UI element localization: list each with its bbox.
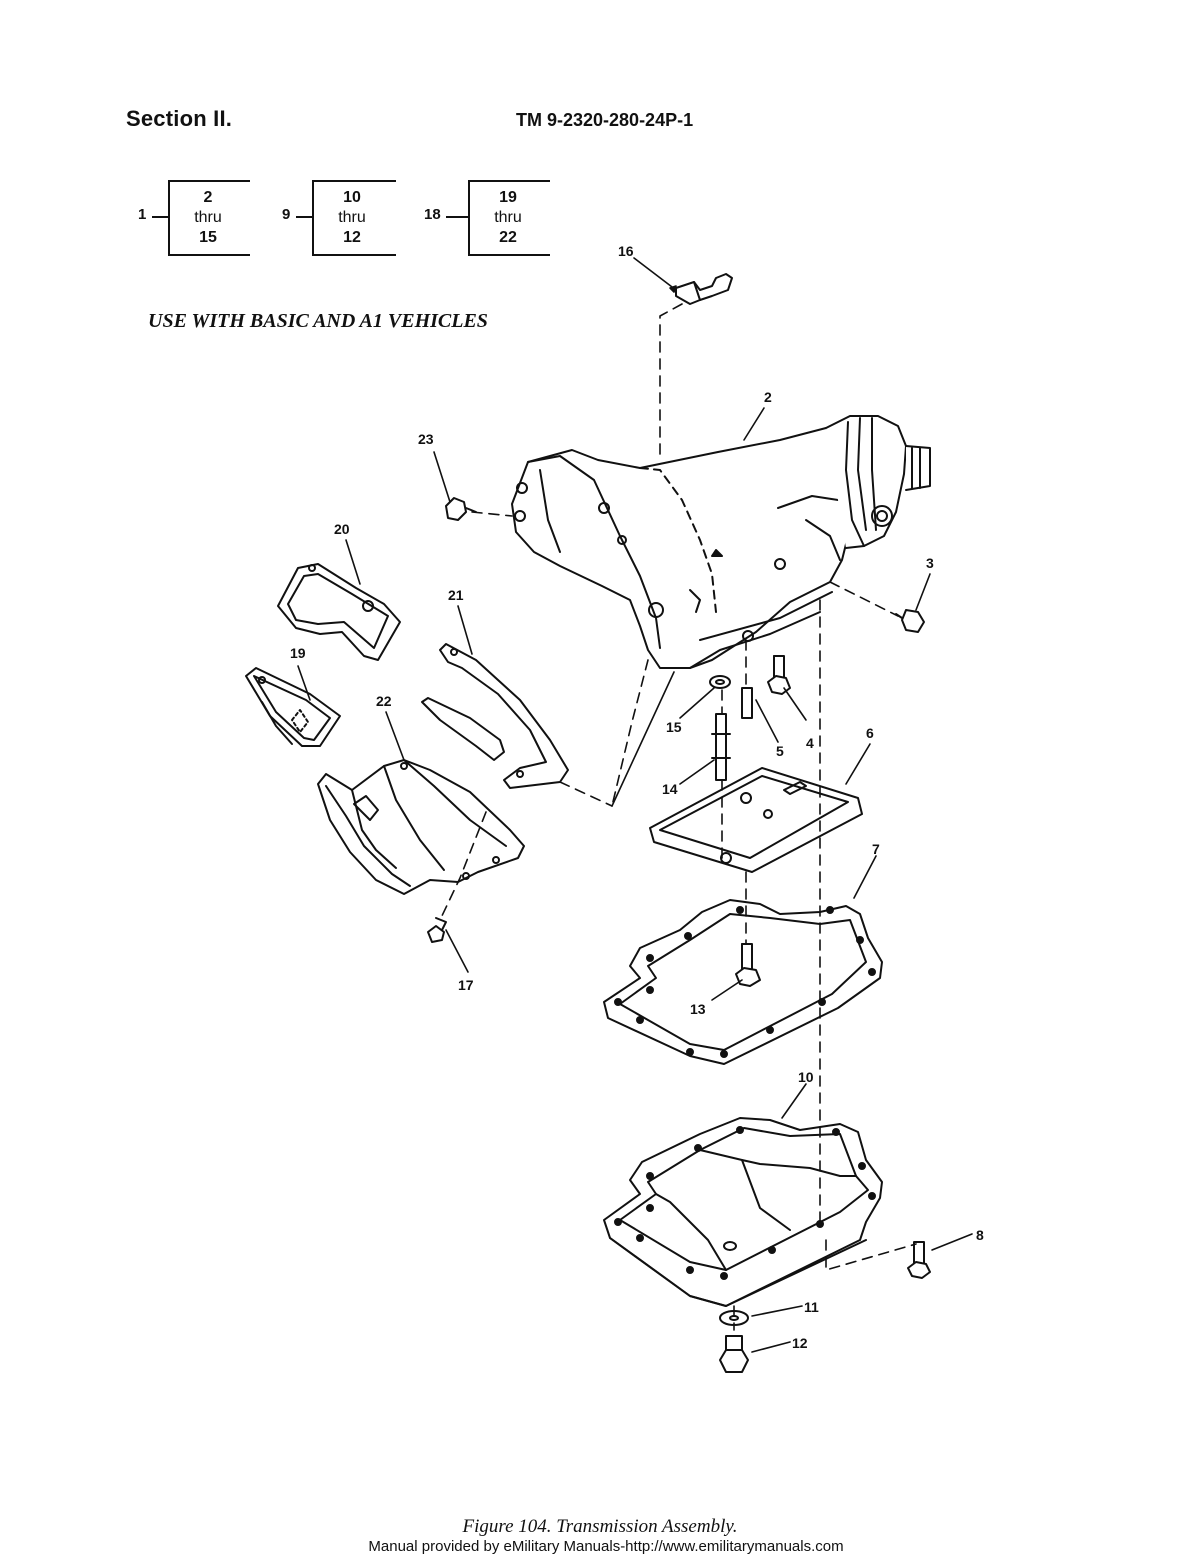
bracket-thru: thru: [194, 209, 222, 226]
pin-5: [741, 687, 753, 719]
callout-8: 8: [976, 1227, 984, 1243]
bolt-3: [895, 609, 925, 633]
figure-caption: Figure 104. Transmission Assembly.: [462, 1516, 738, 1537]
callout-2: 2: [764, 389, 772, 405]
cover-gasket-20: [277, 563, 401, 661]
document-number: TM 9-2320-280-24P-1: [516, 110, 694, 130]
section-heading: Section II.: [126, 106, 233, 131]
assembly-bracket-9: 9 10 thru 12: [282, 180, 396, 256]
bolt-23: [445, 497, 477, 521]
vehicle-applicability-note: USE WITH BASIC AND A1 VEHICLES: [148, 310, 488, 332]
callout-23: 23: [418, 431, 434, 447]
fitting-16: [675, 273, 733, 305]
callout-17: 17: [458, 977, 474, 993]
washer-15: [709, 675, 731, 689]
bracket-to: 12: [343, 229, 361, 246]
callout-19: 19: [290, 645, 306, 661]
callout-numbers: 16 2 23 20 3 21 19 22 15 6 4 5 14 7 17 1…: [290, 243, 984, 1351]
cover-plate-19: [245, 667, 341, 747]
transmission-case: [511, 415, 931, 669]
callout-12: 12: [792, 1335, 808, 1351]
leader-line: [611, 671, 675, 807]
bracket-to: 15: [199, 229, 217, 246]
bracket-item-number: 9: [282, 206, 291, 223]
callout-22: 22: [376, 693, 392, 709]
assembly-bracket-1: 1 2 thru 15: [138, 180, 250, 256]
callout-4: 4: [806, 735, 814, 751]
drain-plug-12: [719, 1335, 749, 1373]
converter-cover-22: [317, 759, 525, 895]
callout-13: 13: [690, 1001, 706, 1017]
pin-14: [711, 713, 731, 781]
bracket-item-number: 1: [138, 206, 147, 223]
assembly-bracket-18: 18 19 thru 22: [424, 180, 550, 256]
oil-pan: [603, 1117, 883, 1307]
callout-11: 11: [804, 1299, 819, 1315]
alignment-lines: [439, 303, 917, 1331]
bolt-17: [427, 917, 447, 943]
filter-plate: [649, 767, 863, 873]
bracket-from: 19: [499, 189, 517, 206]
callout-14: 14: [662, 781, 678, 797]
bracket-thru: thru: [494, 209, 522, 226]
bracket-thru: thru: [338, 209, 366, 226]
callout-leaders: [297, 257, 973, 1353]
bolt-4: [767, 655, 791, 695]
callout-20: 20: [334, 521, 350, 537]
bracket-to: 22: [499, 229, 517, 246]
footer-credit: Manual provided by eMilitary Manuals-htt…: [368, 1538, 844, 1555]
callout-21: 21: [448, 587, 464, 603]
callout-3: 3: [926, 555, 934, 571]
callout-16: 16: [618, 243, 634, 259]
callout-6: 6: [866, 725, 874, 741]
bracket-item-number: 18: [424, 206, 441, 223]
bracket-from: 10: [343, 189, 361, 206]
callout-5: 5: [776, 743, 784, 759]
callout-7: 7: [872, 841, 880, 857]
bracket-from: 2: [203, 189, 213, 206]
callout-10: 10: [798, 1069, 814, 1085]
callout-15: 15: [666, 719, 682, 735]
shield-21: [421, 643, 569, 789]
bolt-8: [907, 1241, 931, 1279]
